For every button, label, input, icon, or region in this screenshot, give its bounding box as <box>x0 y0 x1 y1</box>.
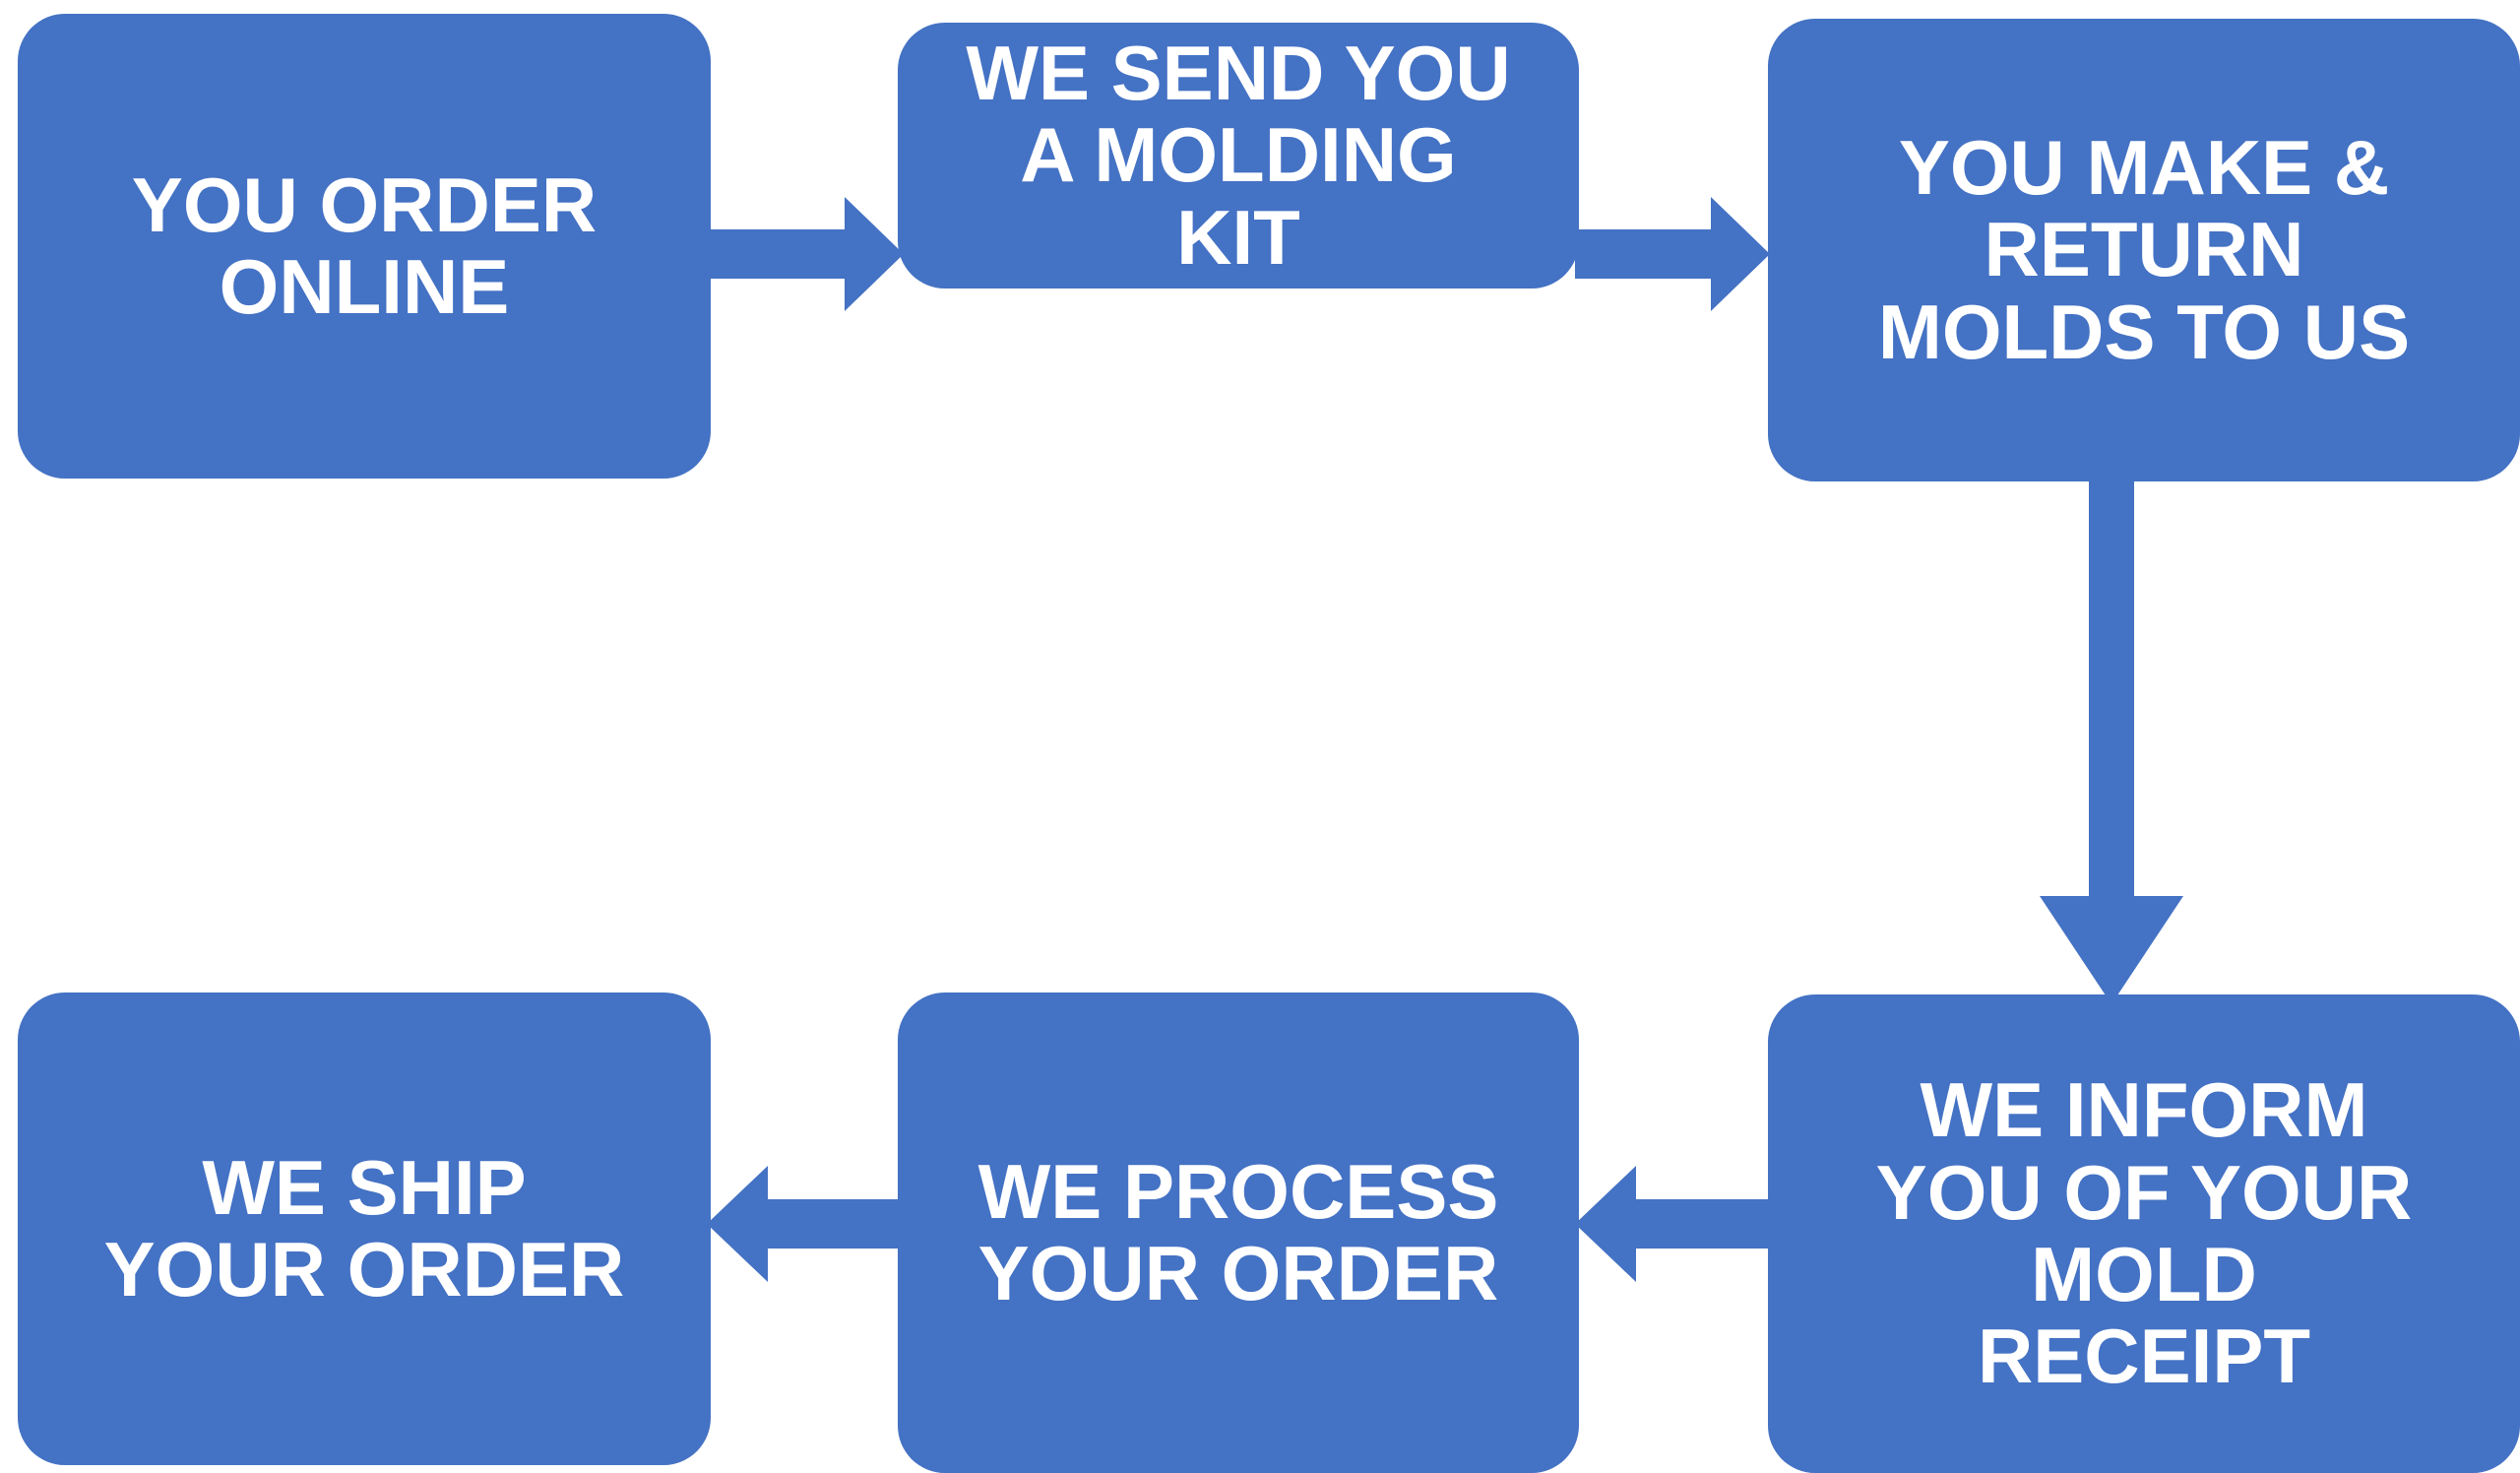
arrow-molds-to-inform <box>2040 453 2183 1004</box>
arrow-process-to-ship <box>707 1166 904 1282</box>
left-arrow-icon <box>707 1166 904 1282</box>
flow-node-ship-order[interactable]: WE SHIP YOUR ORDER <box>18 993 711 1465</box>
flow-node-label: WE SHIP YOUR ORDER <box>103 1143 625 1313</box>
arrow-order-to-kit <box>707 197 904 311</box>
left-arrow-icon <box>1575 1166 1772 1282</box>
flow-node-label: WE INFORM YOU OF YOUR MOLD RECEIPT <box>1875 1066 2413 1400</box>
right-arrow-icon <box>1575 197 1770 311</box>
flow-node-label: WE PROCESS YOUR ORDER <box>977 1147 1499 1316</box>
flow-node-label: WE SEND YOU A MOLDING KIT <box>966 29 1511 281</box>
flow-node-label: YOU MAKE & RETURN MOLDS TO US <box>1877 123 2411 375</box>
flow-node-order-online[interactable]: YOU ORDER ONLINE <box>18 14 711 479</box>
flow-node-return-molds[interactable]: YOU MAKE & RETURN MOLDS TO US <box>1768 19 2520 481</box>
down-arrow-icon <box>2040 453 2183 1004</box>
arrow-kit-to-molds <box>1575 197 1770 311</box>
flow-node-process-order[interactable]: WE PROCESS YOUR ORDER <box>898 993 1579 1473</box>
flow-node-label: YOU ORDER ONLINE <box>131 160 598 330</box>
right-arrow-icon <box>707 197 904 311</box>
flow-node-inform-mold-receipt[interactable]: WE INFORM YOU OF YOUR MOLD RECEIPT <box>1768 994 2520 1473</box>
arrow-inform-to-process <box>1575 1166 1772 1282</box>
flow-node-send-molding-kit[interactable]: WE SEND YOU A MOLDING KIT <box>898 23 1579 288</box>
